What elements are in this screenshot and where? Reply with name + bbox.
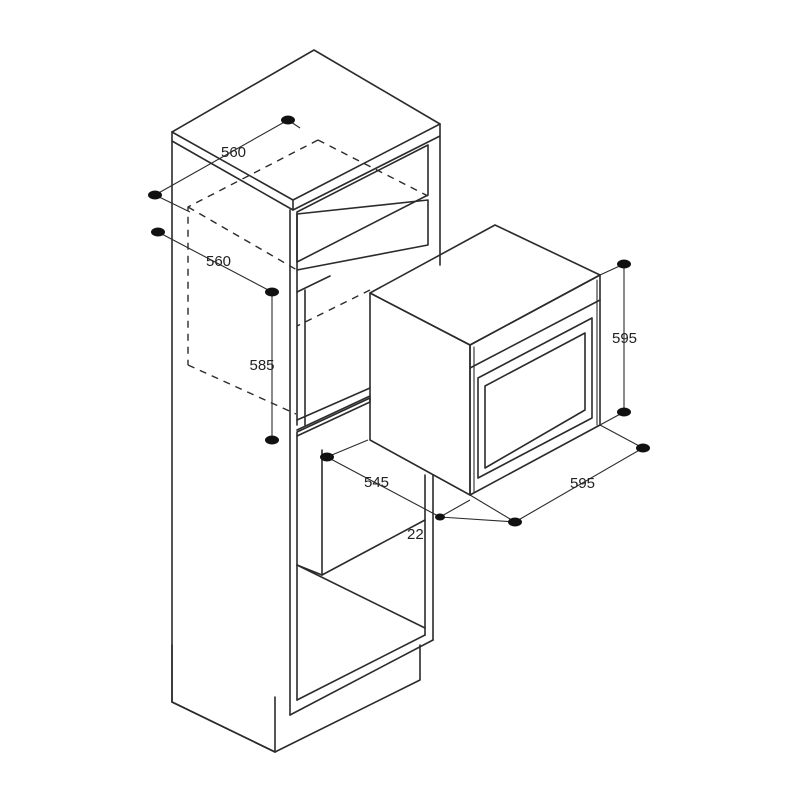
cabinet-top-slab xyxy=(171,49,441,211)
oven-front xyxy=(469,274,601,496)
niche-shelf-top xyxy=(296,275,331,293)
oven-control-panel-line xyxy=(469,299,601,369)
tall-cabinet xyxy=(171,49,441,753)
oven-door-window-outer xyxy=(477,317,593,479)
dim-line-oven-depth xyxy=(326,439,369,458)
oven-door-window-inner xyxy=(484,332,586,469)
dimension-lines xyxy=(154,119,644,523)
lower-compartment-back-floor xyxy=(296,564,426,629)
niche-dashed-outline xyxy=(187,139,429,415)
oven xyxy=(369,224,601,496)
lower-compartment-bottom-frame xyxy=(289,639,434,716)
dim-marker xyxy=(617,259,631,269)
label-cabinet-top-width: 560 xyxy=(221,144,246,161)
dim-marker xyxy=(435,513,445,521)
niche-shelf-bottom xyxy=(296,387,371,421)
cabinet-plinth xyxy=(171,644,421,753)
dim-line-niche-depth xyxy=(157,231,273,293)
dim-line-oven-width xyxy=(439,516,516,523)
top-drawer-panel xyxy=(296,144,429,263)
lower-compartment-floor-back xyxy=(321,519,426,576)
label-front-offset: 22 xyxy=(407,526,424,543)
dim-marker xyxy=(508,517,522,527)
label-oven-depth: 545 xyxy=(364,474,389,491)
niche-shelf-bottom-2 xyxy=(296,395,371,431)
dim-marker xyxy=(148,190,162,200)
label-niche-depth: 560 xyxy=(206,253,231,270)
dim-marker xyxy=(617,407,631,417)
dim-marker xyxy=(265,435,279,445)
label-oven-height: 595 xyxy=(612,330,637,347)
cabinet-top-edge xyxy=(171,131,294,201)
dim-line-front-offset xyxy=(439,499,471,518)
dim-marker xyxy=(151,227,165,237)
dim-marker xyxy=(281,115,295,125)
lower-compartment-floor-front xyxy=(296,634,426,701)
label-oven-width: 595 xyxy=(570,475,595,492)
dimension-markers xyxy=(148,115,650,527)
oven-side xyxy=(369,292,471,496)
top-drawer-front xyxy=(296,199,429,271)
dim-marker xyxy=(265,287,279,297)
dim-marker xyxy=(636,443,650,453)
dimension-labels: 560 560 585 545 22 595 595 xyxy=(206,144,637,543)
cabinet-top-front-edge xyxy=(292,123,441,201)
dim-line-top-width xyxy=(154,119,289,196)
dim-marker xyxy=(320,452,334,462)
oven-top xyxy=(369,224,601,346)
label-niche-height: 585 xyxy=(249,357,274,374)
